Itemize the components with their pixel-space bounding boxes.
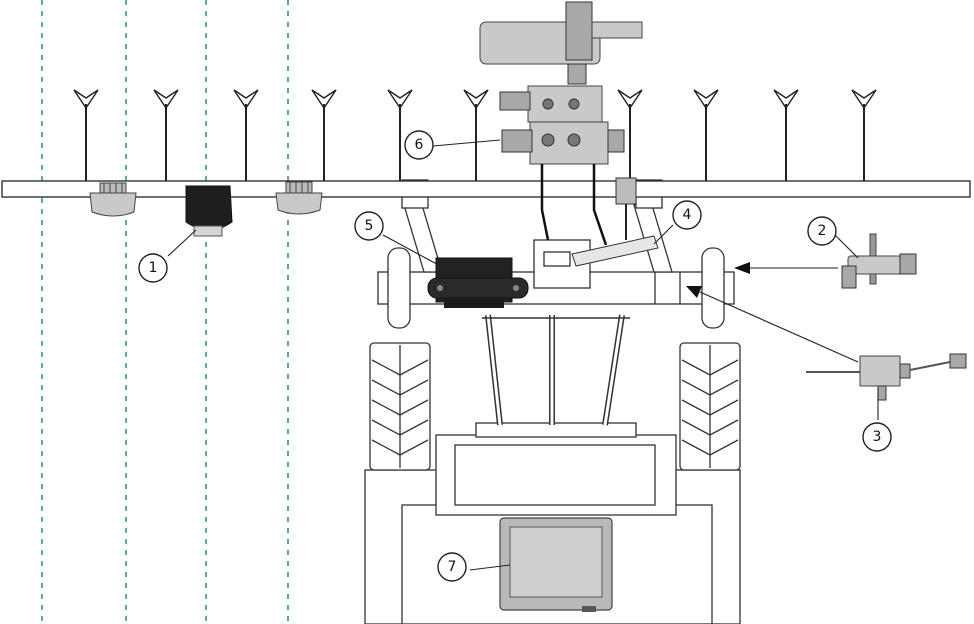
- sensor-gray-left: [89, 182, 137, 217]
- sensor-component-3: [806, 353, 967, 401]
- tire-left: [369, 342, 431, 471]
- callout-5: 5: [354, 211, 384, 241]
- valve-block-icon: [479, 1, 643, 246]
- nozzle-icon: [773, 89, 799, 181]
- callout-number: 5: [365, 218, 374, 234]
- sensor-icon: [185, 185, 233, 237]
- callout-number: 4: [683, 207, 692, 223]
- callout-number: 3: [873, 429, 882, 445]
- callout-2: 2: [807, 216, 837, 246]
- nozzle-icon: [617, 89, 643, 181]
- callout-number: 7: [448, 559, 457, 575]
- sensor-gray-right: [275, 181, 323, 215]
- callout-4: 4: [672, 200, 702, 230]
- callout-6: 6: [404, 130, 434, 160]
- hydraulic-cylinder: [571, 177, 659, 267]
- arrows: [686, 262, 859, 363]
- leader-lines: [167, 139, 879, 571]
- tire-right: [679, 342, 741, 471]
- frame-post-left: [387, 247, 411, 329]
- hitch-link-inner: [603, 314, 624, 426]
- nozzle-icon: [73, 89, 99, 181]
- center-mount-inner: [543, 251, 571, 267]
- nozzle-icon: [311, 89, 337, 181]
- nozzle-icon: [693, 89, 719, 181]
- hitch-plate: [475, 422, 637, 438]
- terminal-icon: [499, 517, 613, 612]
- boom-bar: [1, 180, 971, 198]
- controller-module: [427, 257, 529, 308]
- nozzle-icon: [463, 89, 489, 181]
- nozzle-icon: [233, 89, 259, 181]
- nozzle-icon: [153, 89, 179, 181]
- frame-post-right: [701, 247, 725, 329]
- callout-3: 3: [862, 422, 892, 452]
- callout-7: 7: [437, 552, 467, 582]
- callout-number: 2: [818, 223, 827, 239]
- nozzle-row: [73, 89, 877, 181]
- callout-number: 1: [149, 260, 158, 276]
- nozzle-icon: [387, 89, 413, 181]
- nozzle-icon: [851, 89, 877, 181]
- hitch-link-inner: [486, 314, 502, 426]
- guide-lines: [41, 0, 289, 624]
- callout-number: 6: [415, 137, 424, 153]
- callout-1: 1: [138, 253, 168, 283]
- tractor-hood-inner: [454, 444, 656, 506]
- sensor-component-2: [841, 233, 917, 289]
